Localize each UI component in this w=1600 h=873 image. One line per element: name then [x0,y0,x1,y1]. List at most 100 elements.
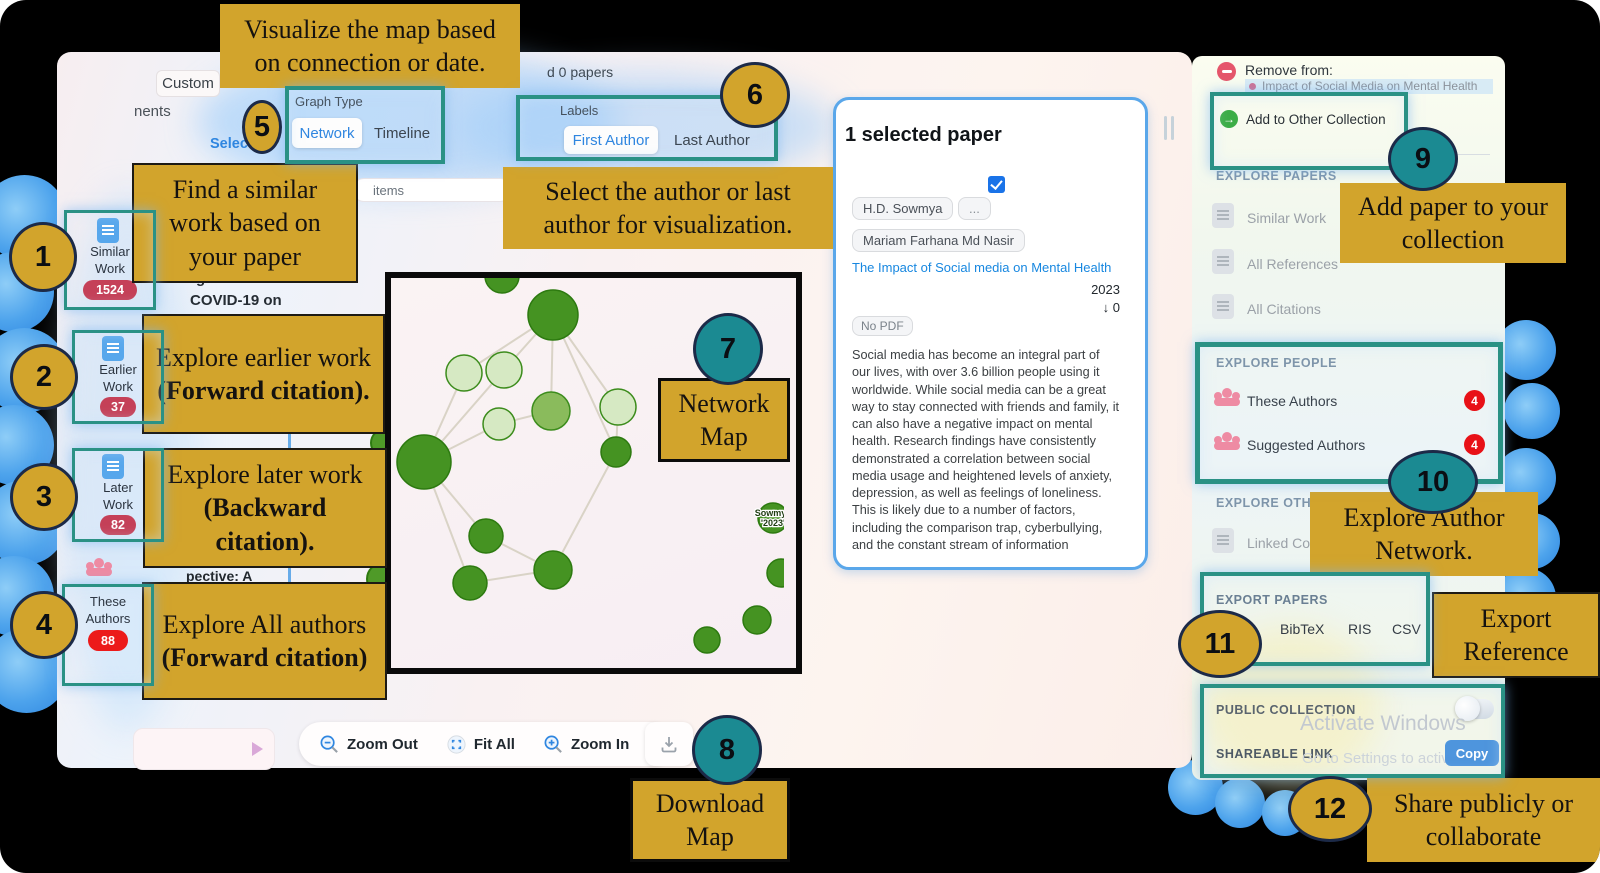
network-map-panel[interactable]: Sowmya'2023' [385,272,802,674]
author-chip[interactable]: H.D. Sowmya [852,197,954,220]
explore-people-header: EXPLORE PEOPLE [1216,356,1337,370]
copy-link-button[interactable]: Copy [1445,740,1499,766]
public-collection-highlight-frame [1200,684,1505,778]
later-work-count-badge: 82 [100,515,136,535]
map-node[interactable] [445,354,483,392]
shareable-link-label: SHAREABLE LINK [1216,747,1334,761]
zoom-out-icon [320,735,338,753]
download-map-button[interactable] [645,722,693,766]
map-node[interactable] [452,565,488,601]
callout-download-map: Download Map [630,778,790,862]
export-csv-button[interactable]: CSV [1392,621,1421,637]
similar-work-doc-icon [97,218,119,243]
callout-number-2: 2 [10,344,78,410]
similar-work-icon [1212,203,1234,228]
documents-label-fragment: nents [134,103,171,120]
map-node[interactable] [485,351,523,389]
explore-other-header: EXPLORE OTHE [1216,496,1320,510]
collection-name[interactable]: Impact of Social Media on Mental Health [1262,79,1478,93]
bottom-left-scroller[interactable] [133,728,275,770]
callout-number-7: 7 [693,313,763,385]
panel-all-references[interactable]: All References [1247,256,1339,272]
export-bibtex-button[interactable]: BibTeX [1280,621,1325,637]
author-chip[interactable]: Mariam Farhana Md Nasir [852,229,1025,252]
map-node[interactable] [742,605,772,635]
map-node[interactable] [527,289,579,341]
linked-collections-icon [1212,528,1234,553]
no-pdf-badge: No PDF [852,316,913,336]
custom-button[interactable]: Custom [156,70,220,97]
zoom-out-button[interactable]: Zoom Out [319,734,418,755]
items-filter-bar[interactable]: items [352,178,512,202]
similar-work-highlight-frame [64,210,156,310]
collection-bullet-icon [1249,83,1256,90]
fit-all-label: Fit All [473,735,515,753]
panel-similar-work[interactable]: Similar Work [1247,210,1327,226]
panel-linked-collections[interactable]: Linked Co [1247,535,1311,551]
zoom-out-label: Zoom Out [347,735,418,753]
add-to-other-collection-button[interactable]: Add to Other Collection [1246,112,1386,127]
map-toolbar: Zoom Out Fit All Zoom In [299,722,673,766]
callout-explore-later: Explore later work (Backward citation). [143,448,387,568]
all-citations-icon [1212,291,1238,319]
graph-type-timeline-tab[interactable]: Timeline [374,125,431,142]
callout-number-12: 12 [1288,776,1372,842]
map-node[interactable] [484,278,520,294]
map-node[interactable] [766,558,796,588]
last-author-tab[interactable]: Last Author [674,132,750,149]
map-node[interactable] [599,388,637,426]
graph-type-highlight-frame [285,86,445,164]
callout-number-3: 3 [10,463,78,531]
map-node[interactable] [693,626,721,654]
map-node[interactable] [468,518,504,554]
paper-title-link[interactable]: The Impact of Social media on Mental Hea… [852,260,1112,275]
callout-find-similar: Find a similar work based on your paper [132,163,358,283]
sidebar-item-label: Later [103,480,133,495]
paper-year: 2023 [1091,282,1120,297]
panel-all-citations[interactable]: All Citations [1247,301,1321,317]
map-node[interactable] [482,407,516,441]
callout-network-map: Network Map [658,378,790,462]
add-collection-highlight-frame [1210,92,1408,170]
map-node[interactable] [533,550,573,590]
list-item-fragment: COVID-19 on [190,292,282,309]
suggested-authors-badge: 4 [1464,434,1485,455]
paper-checkbox[interactable] [988,176,1005,193]
activate-windows-watermark: Activate Windows [1300,712,1466,735]
zoom-in-button[interactable]: Zoom In [543,734,629,755]
public-collection-label: PUBLIC COLLECTION [1216,703,1356,717]
paper-abstract: Social media has become an integral part… [852,348,1120,552]
collection-highlight [1245,79,1493,94]
divider [1452,154,1490,155]
callout-number-5: 5 [242,100,282,154]
these-authors-icon [1212,388,1242,408]
map-node[interactable] [531,391,571,431]
selected-paper-header: 1 selected paper [845,124,1002,146]
graph-type-network-tab[interactable]: Network [292,118,362,148]
remove-from-label: Remove from: [1245,62,1333,78]
map-node[interactable] [396,434,452,490]
export-ris-button[interactable]: RIS [1348,621,1372,637]
first-author-tab[interactable]: First Author [564,126,658,154]
callout-number-10: 10 [1388,450,1478,514]
list-item-fragment: pective: A [186,568,253,584]
later-work-highlight-frame [72,448,164,542]
more-authors-chip[interactable]: ... [958,197,991,220]
sidebar-item-label: Work [94,261,126,276]
panel-suggested-authors[interactable]: Suggested Authors [1247,437,1366,453]
labels-control-label: Labels [560,103,599,118]
callout-add-paper: Add paper to your collection [1340,183,1566,263]
map-node[interactable] [600,436,632,468]
activate-hint-watermark: Go to Settings to activate [1302,750,1470,767]
paper-citation-count: ↓ 0 [1102,300,1120,315]
panel-these-authors[interactable]: These Authors [1247,393,1338,409]
callout-explore-authors: Explore All authors (Forward citation) [142,582,387,700]
export-papers-header: EXPORT PAPERS [1216,593,1328,607]
callout-explore-earlier: Explore earlier work (Forward citation). [142,314,385,434]
fit-all-button[interactable]: Fit All [446,734,515,755]
public-collection-toggle[interactable] [1455,696,1494,721]
explore-people-highlight-frame [1195,342,1503,484]
network-map-svg[interactable]: Sowmya'2023' [391,278,796,656]
selected-papers-count-fragment: d 0 papers [547,64,614,80]
